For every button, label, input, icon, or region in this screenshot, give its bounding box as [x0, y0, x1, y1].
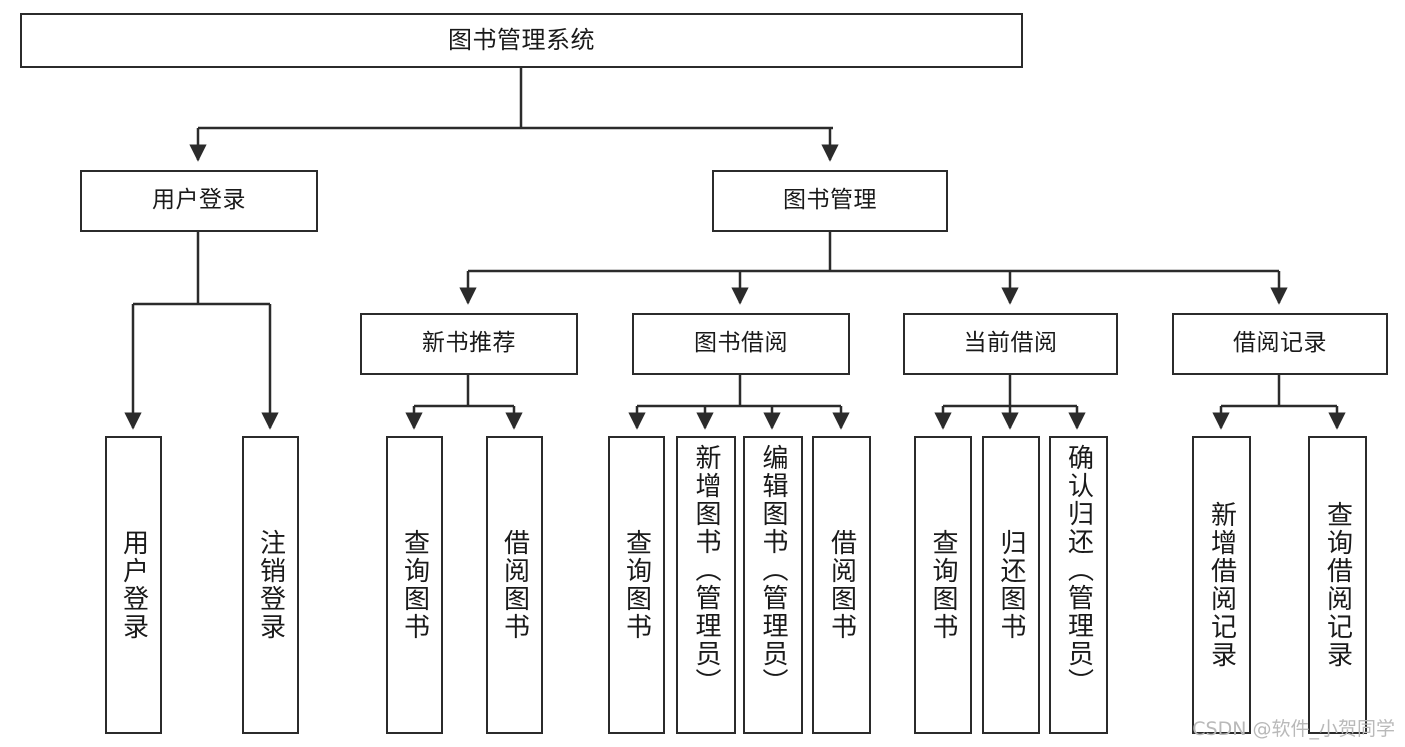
node-label: 新书推荐	[422, 330, 516, 357]
node-label: 借阅图书	[499, 529, 530, 641]
node-label: 借阅记录	[1233, 330, 1327, 357]
node-label: 新增借阅记录	[1206, 501, 1237, 669]
leaf-borrow-edit-book-admin[interactable]: 编辑图书（管理员）	[743, 436, 803, 734]
node-book-borrow[interactable]: 图书借阅	[632, 313, 850, 375]
node-label: 用户登录	[118, 529, 149, 641]
leaf-recommend-query-book[interactable]: 查询图书	[386, 436, 443, 734]
node-borrow-record[interactable]: 借阅记录	[1172, 313, 1388, 375]
node-label: 查询图书	[928, 529, 958, 641]
leaf-borrow-query-book[interactable]: 查询图书	[608, 436, 665, 734]
node-current-borrow[interactable]: 当前借阅	[903, 313, 1118, 375]
node-label: 图书管理	[783, 187, 877, 214]
node-label: 当前借阅	[963, 330, 1058, 357]
node-label: 查询图书	[621, 529, 652, 641]
node-label: 注销登录	[255, 529, 286, 641]
node-label: 用户登录	[152, 187, 246, 214]
leaf-borrow-add-book-admin[interactable]: 新增图书（管理员）	[676, 436, 736, 734]
node-label: 借阅图书	[826, 529, 857, 641]
node-label: 确认归还（管理员）	[1063, 444, 1094, 696]
node-book-management[interactable]: 图书管理	[712, 170, 948, 232]
leaf-recommend-borrow-book[interactable]: 借阅图书	[486, 436, 543, 734]
csdn-watermark: CSDN @软件_小贺同学	[1192, 718, 1395, 740]
leaf-borrow-borrow-book[interactable]: 借阅图书	[812, 436, 871, 734]
node-label: 图书借阅	[694, 330, 788, 357]
node-new-book-recommend[interactable]: 新书推荐	[360, 313, 578, 375]
leaf-user-login-login[interactable]: 用户登录	[105, 436, 162, 734]
node-label: 归还图书	[996, 529, 1026, 641]
node-label: 新增图书（管理员）	[691, 444, 721, 696]
leaf-record-query-borrow-record[interactable]: 查询借阅记录	[1308, 436, 1367, 734]
leaf-current-return-book[interactable]: 归还图书	[982, 436, 1040, 734]
node-user-login[interactable]: 用户登录	[80, 170, 318, 232]
leaf-current-query-book[interactable]: 查询图书	[914, 436, 972, 734]
leaf-user-login-logout[interactable]: 注销登录	[242, 436, 299, 734]
leaf-record-add-borrow-record[interactable]: 新增借阅记录	[1192, 436, 1251, 734]
node-label: 图书管理系统	[448, 26, 595, 55]
node-label: 查询图书	[399, 529, 430, 641]
leaf-current-confirm-return-admin[interactable]: 确认归还（管理员）	[1049, 436, 1108, 734]
node-label: 查询借阅记录	[1322, 501, 1353, 669]
node-label: 编辑图书（管理员）	[758, 444, 788, 696]
node-root-book-management-system[interactable]: 图书管理系统	[20, 13, 1023, 68]
